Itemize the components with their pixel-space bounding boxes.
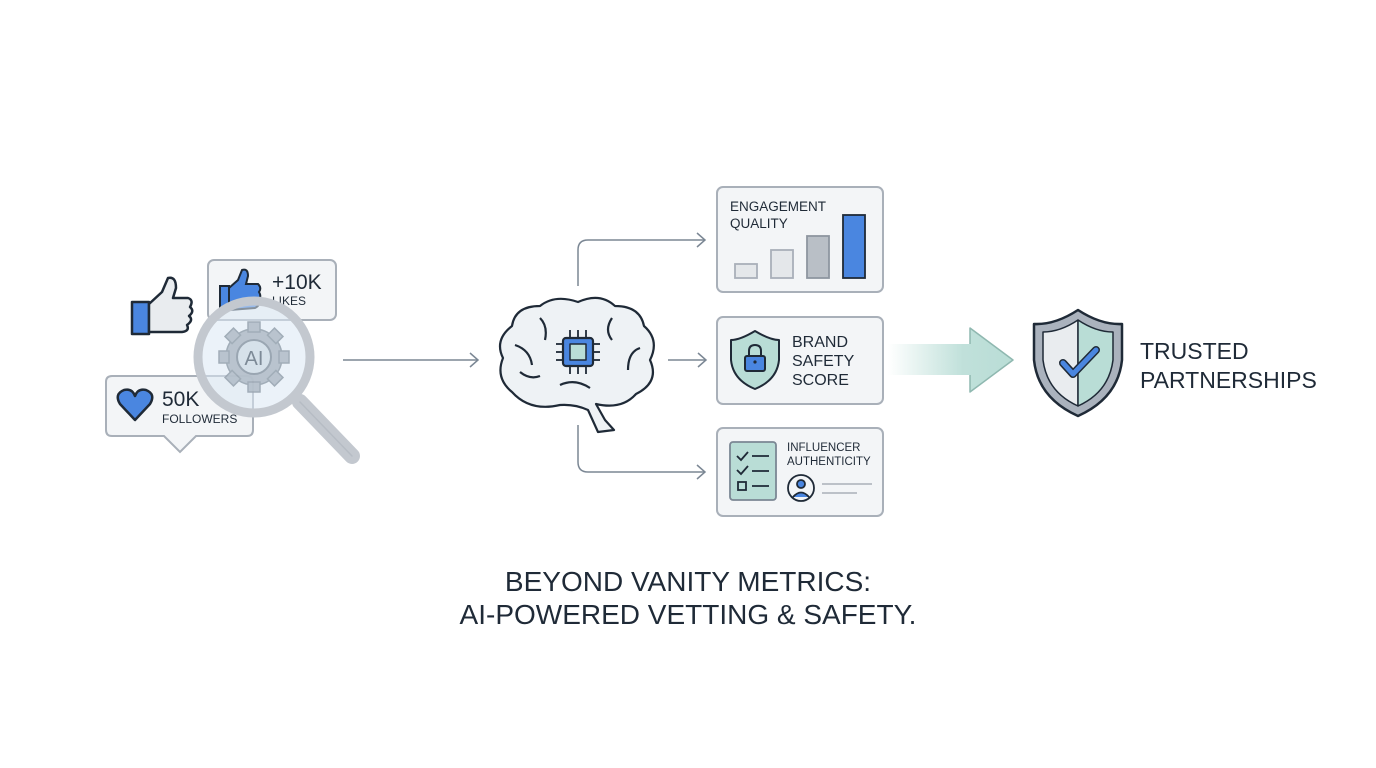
brand-safety-card: BRAND SAFETY SCORE	[716, 316, 884, 405]
magnifier-label: AI	[245, 348, 264, 370]
arrow-to-brain	[343, 352, 480, 368]
brand-safety-title-2: SAFETY	[792, 353, 855, 370]
profile-icon	[787, 474, 815, 502]
authenticity-title-2: AUTHENTICITY	[787, 456, 871, 468]
checklist-icon	[729, 441, 777, 501]
shield-check-icon	[1032, 308, 1124, 418]
engagement-quality-card: ENGAGEMENT QUALITY	[716, 186, 884, 293]
likes-value: +10K	[272, 271, 322, 294]
result-arrow	[888, 328, 1013, 392]
caption-line-1: BEYOND VANITY METRICS:	[505, 566, 871, 597]
bar-chart-icon	[734, 214, 866, 279]
followers-value: 50K	[162, 388, 199, 411]
result-line-2: PARTNERSHIPS	[1140, 367, 1317, 393]
authenticity-title-1: INFLUENCER	[787, 442, 860, 454]
engagement-title-1: ENGAGEMENT	[730, 199, 826, 214]
shield-lock-icon	[730, 330, 780, 390]
heart-icon	[116, 388, 154, 422]
result-line-1: TRUSTED	[1140, 338, 1249, 364]
followers-label: FOLLOWERS	[162, 412, 237, 426]
caption-line-2: AI-POWERED VETTING & SAFETY.	[460, 599, 917, 630]
brand-safety-title-3: SCORE	[792, 372, 849, 389]
engagement-title-2: QUALITY	[730, 216, 788, 231]
thumbs-up-icon	[130, 276, 194, 336]
ai-magnifier-icon: AI	[193, 296, 360, 464]
brand-safety-title-1: BRAND	[792, 334, 848, 351]
branch-connectors	[577, 232, 708, 480]
influencer-authenticity-card: INFLUENCER AUTHENTICITY	[716, 427, 884, 517]
brain-chip-icon	[498, 296, 655, 434]
